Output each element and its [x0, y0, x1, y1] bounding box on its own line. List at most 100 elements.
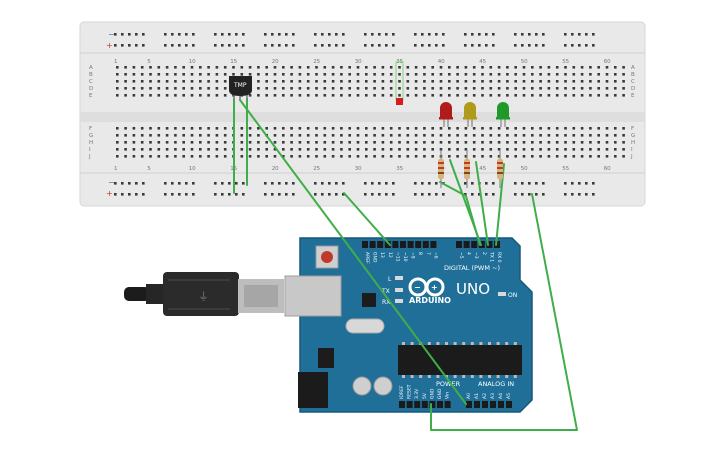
row-letter: J	[88, 154, 91, 160]
row-letter: E	[631, 93, 635, 99]
resistor[interactable]	[497, 150, 503, 188]
header-pin[interactable]	[486, 241, 493, 248]
header-pin[interactable]	[362, 241, 368, 248]
header-pin[interactable]	[414, 401, 421, 408]
header-pin[interactable]	[471, 241, 478, 248]
header-pin[interactable]	[498, 401, 504, 408]
header-pin[interactable]	[444, 401, 451, 408]
column-number: 25	[313, 166, 320, 172]
crystal	[345, 318, 385, 334]
pin-label: GND	[372, 252, 378, 263]
row-letter: D	[631, 86, 635, 92]
pin-label: IOREF	[399, 385, 405, 399]
header-pin[interactable]	[422, 241, 429, 248]
resistors[interactable]	[438, 150, 503, 188]
column-number: 10	[189, 59, 196, 65]
wire-resistor-bottom[interactable]	[439, 181, 481, 246]
column-number: 35	[396, 166, 403, 172]
header-pin[interactable]	[377, 241, 384, 248]
wire-sensor-out-to-a0[interactable]	[239, 99, 467, 405]
column-number: 40	[438, 59, 445, 65]
column-number: 60	[604, 166, 611, 172]
pin-label: ~3	[473, 252, 479, 259]
header-pin[interactable]	[490, 401, 496, 408]
header-pin[interactable]	[463, 241, 470, 248]
column-number: 45	[479, 59, 486, 65]
capacitor-2	[373, 376, 393, 396]
header-pin[interactable]	[430, 241, 437, 248]
pin-label: ~6	[432, 252, 438, 259]
l-led	[395, 276, 403, 280]
rail-plus-top: +	[106, 41, 113, 50]
wire-5v-to-rail[interactable]	[430, 193, 578, 431]
column-number: 45	[479, 166, 486, 172]
header-pin[interactable]	[474, 401, 480, 408]
digital-header-label: DIGITAL (PWM ~)	[444, 264, 500, 272]
column-number: 55	[562, 59, 569, 65]
header-pin[interactable]	[506, 401, 512, 408]
resistor[interactable]	[438, 150, 444, 188]
header-pin[interactable]	[392, 241, 399, 248]
pin-label: 7	[425, 252, 431, 255]
row-letter: I	[631, 147, 633, 153]
usb-cable[interactable]: ⏚	[124, 272, 284, 316]
header-pin[interactable]	[421, 401, 428, 408]
svg-text:−: −	[414, 283, 421, 292]
column-number: 5	[147, 59, 151, 65]
row-letter: H	[89, 140, 93, 146]
row-letter: C	[631, 79, 635, 85]
header-pin[interactable]	[400, 241, 406, 248]
header-pin[interactable]	[384, 241, 391, 248]
header-pin[interactable]	[437, 401, 443, 408]
regulator	[318, 348, 334, 368]
arduino-logo-icon: − +	[408, 277, 445, 297]
row-letter: D	[89, 86, 93, 92]
pin-label: 3.3V	[414, 388, 420, 399]
column-number: 60	[604, 59, 611, 65]
capacitor-1	[352, 376, 372, 396]
row-letter: J	[630, 154, 633, 160]
temperature-sensor[interactable]: TMP	[229, 76, 252, 100]
pin-label: ~11	[394, 252, 400, 262]
pin-label: 13	[379, 252, 385, 258]
pin-label: A1	[474, 393, 480, 399]
column-number: 1	[114, 59, 118, 65]
rail-plus-bottom: +	[106, 189, 113, 198]
pin-label: GND	[437, 388, 443, 399]
pin-label: GND	[429, 388, 435, 399]
header-pin[interactable]	[456, 241, 462, 248]
atmega-chip	[398, 345, 522, 375]
arduino-uno-board[interactable]: L TX RX ON − + ARDUINO UNO DIGITAL (PWM …	[284, 237, 533, 413]
header-pin[interactable]	[466, 401, 472, 408]
led[interactable]	[496, 102, 510, 127]
header-pin[interactable]	[399, 401, 405, 408]
row-letter: A	[631, 65, 635, 71]
header-pin[interactable]	[482, 401, 488, 408]
led[interactable]	[463, 102, 477, 127]
column-number: 20	[272, 166, 279, 172]
on-label: ON	[508, 292, 517, 299]
pin-label: ~9	[410, 252, 416, 259]
header-pin[interactable]	[369, 241, 376, 248]
pin-label: AREF	[364, 252, 370, 264]
header-pin[interactable]	[406, 401, 413, 408]
reset-button-cap[interactable]	[321, 251, 333, 263]
leds[interactable]	[439, 102, 510, 127]
power-header-label: POWER	[436, 380, 461, 388]
header-pin[interactable]	[407, 241, 414, 248]
breadboard-column-highlight	[395, 61, 404, 105]
resistor[interactable]	[464, 150, 470, 188]
wire-led-yellow[interactable]	[475, 161, 489, 246]
usb-b-port	[284, 275, 342, 317]
l-label: L	[388, 276, 392, 283]
header-pin[interactable]	[415, 241, 422, 248]
header-pin[interactable]	[429, 401, 436, 408]
wire-gnd-rail-to-gnd[interactable]	[343, 192, 391, 246]
breadboard[interactable]: 1155101015152020252530303535404045455050…	[79, 21, 646, 207]
led[interactable]	[439, 102, 453, 127]
